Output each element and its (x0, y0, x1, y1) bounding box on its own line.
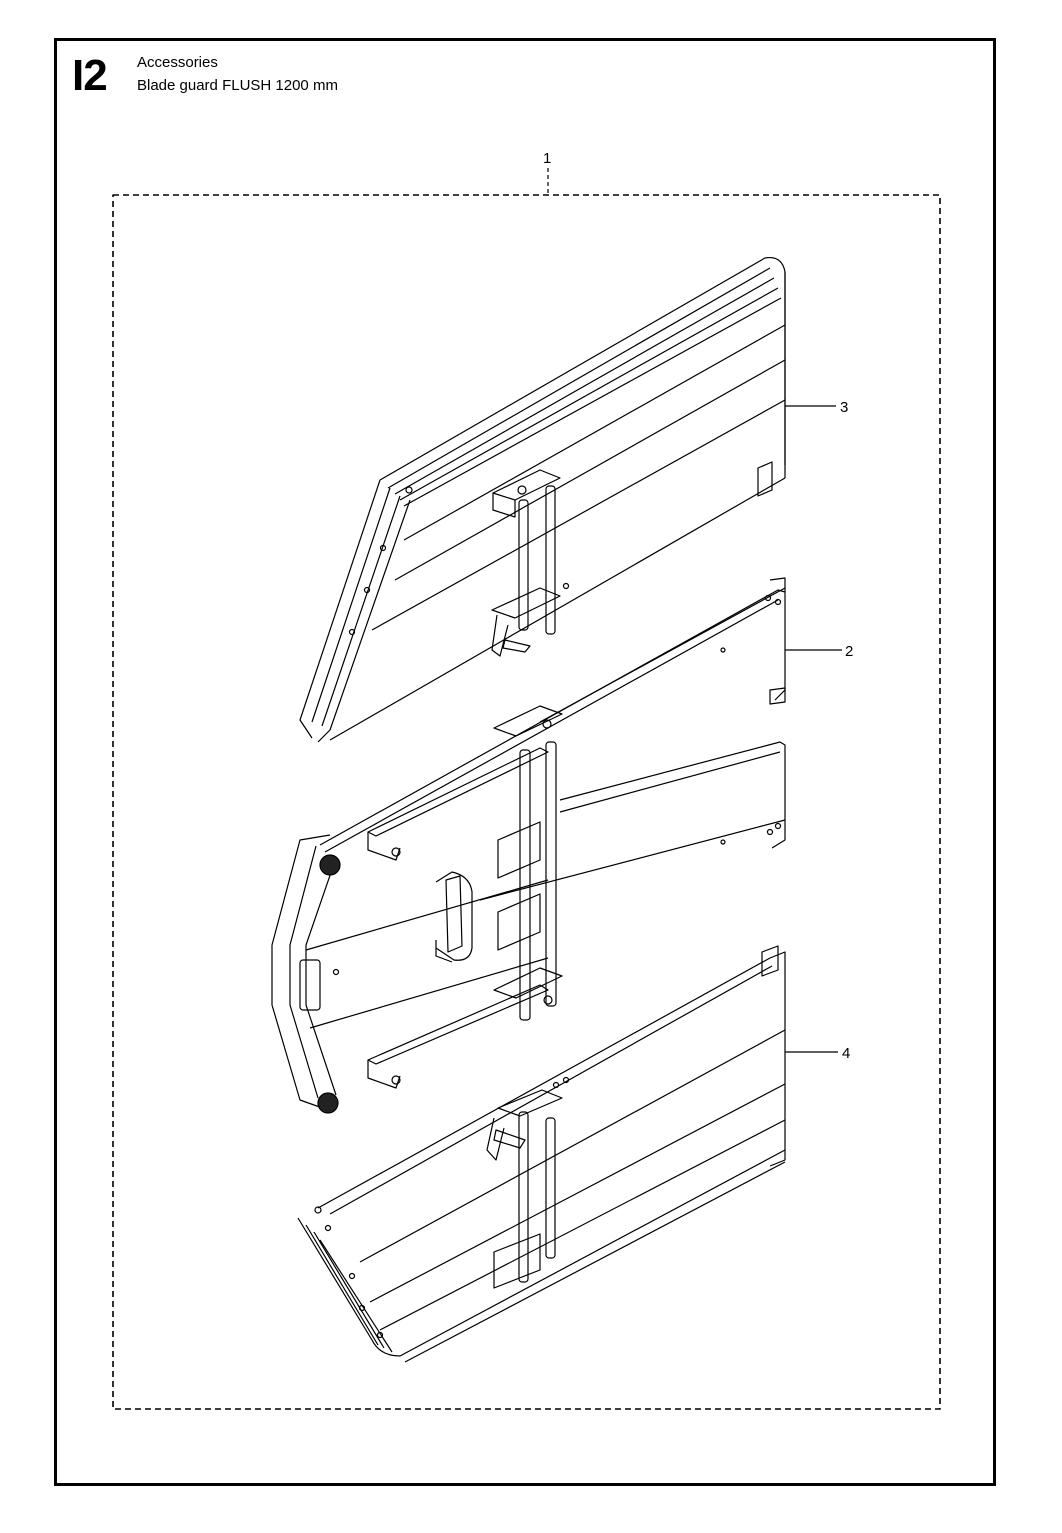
page-frame (54, 38, 996, 1486)
callout-4: 4 (842, 1045, 850, 1062)
part-3-upper-guard (299, 256, 786, 743)
section-title: Blade guard FLUSH 1200 mm (137, 77, 338, 94)
callout-3: 3 (840, 399, 848, 416)
callout-2: 2 (845, 643, 853, 660)
callout-1: 1 (543, 150, 551, 167)
section-category: Accessories (137, 54, 218, 71)
section-code: I2 (72, 51, 108, 100)
part-2-frame (271, 577, 786, 1114)
part-4-lower-guard (297, 945, 786, 1363)
assembly-boundary (112, 194, 941, 1410)
